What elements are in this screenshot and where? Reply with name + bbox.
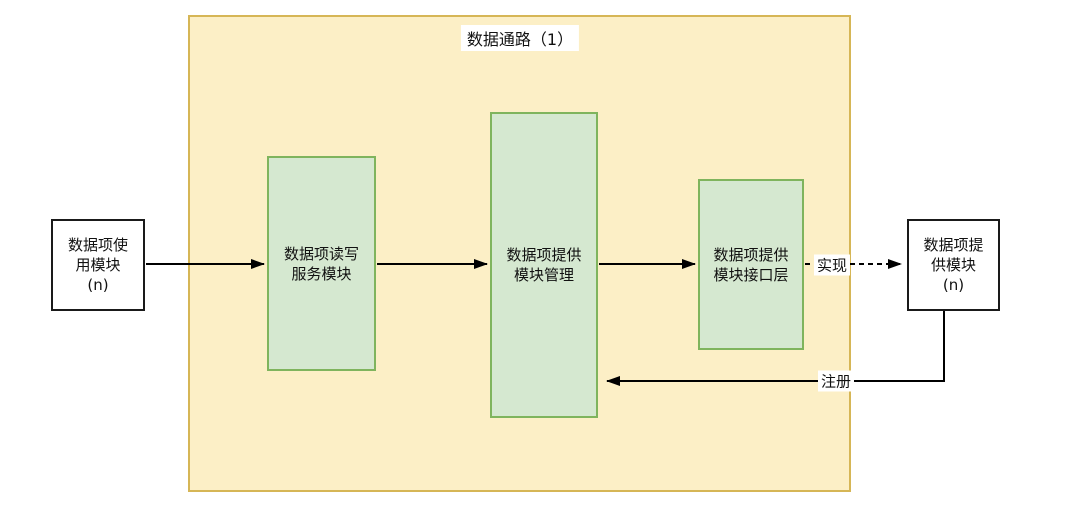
node-provider-module: 数据项提 供模块 (n) — [907, 219, 1000, 311]
node-provider-module-iface-label-line2: 模块接口层 — [713, 265, 789, 284]
node-provider-module-iface-label-line1: 数据项提供 — [713, 245, 789, 264]
node-provider-module-iface: 数据项提供 模块接口层 — [698, 179, 804, 350]
node-provider-module-mgmt: 数据项提供 模块管理 — [490, 112, 598, 418]
node-user-module-label-line2: 用模块 — [75, 256, 121, 274]
node-provider-module-label-line2: 供模块 — [930, 256, 976, 274]
node-provider-module-label-line1: 数据项提 — [923, 236, 984, 254]
node-provider-module-mgmt-label-line2: 模块管理 — [513, 266, 574, 284]
data-path-container-title: 数据通路（1） — [460, 25, 580, 51]
edge-label-register: 注册 — [817, 370, 855, 392]
node-rw-service-module: 数据项读写 服务模块 — [267, 156, 376, 371]
node-user-module: 数据项使 用模块 (n) — [51, 219, 145, 311]
node-user-module-label-line1: 数据项使 — [67, 236, 128, 254]
node-rw-service-module-label-line2: 服务模块 — [291, 264, 352, 283]
node-rw-service-module-label-line1: 数据项读写 — [283, 244, 359, 263]
node-provider-module-mgmt-label-line1: 数据项提供 — [506, 246, 582, 264]
edge-label-realize: 实现 — [813, 254, 851, 276]
node-user-module-label-line3: (n) — [87, 276, 109, 294]
node-provider-module-label-line3: (n) — [942, 276, 965, 294]
